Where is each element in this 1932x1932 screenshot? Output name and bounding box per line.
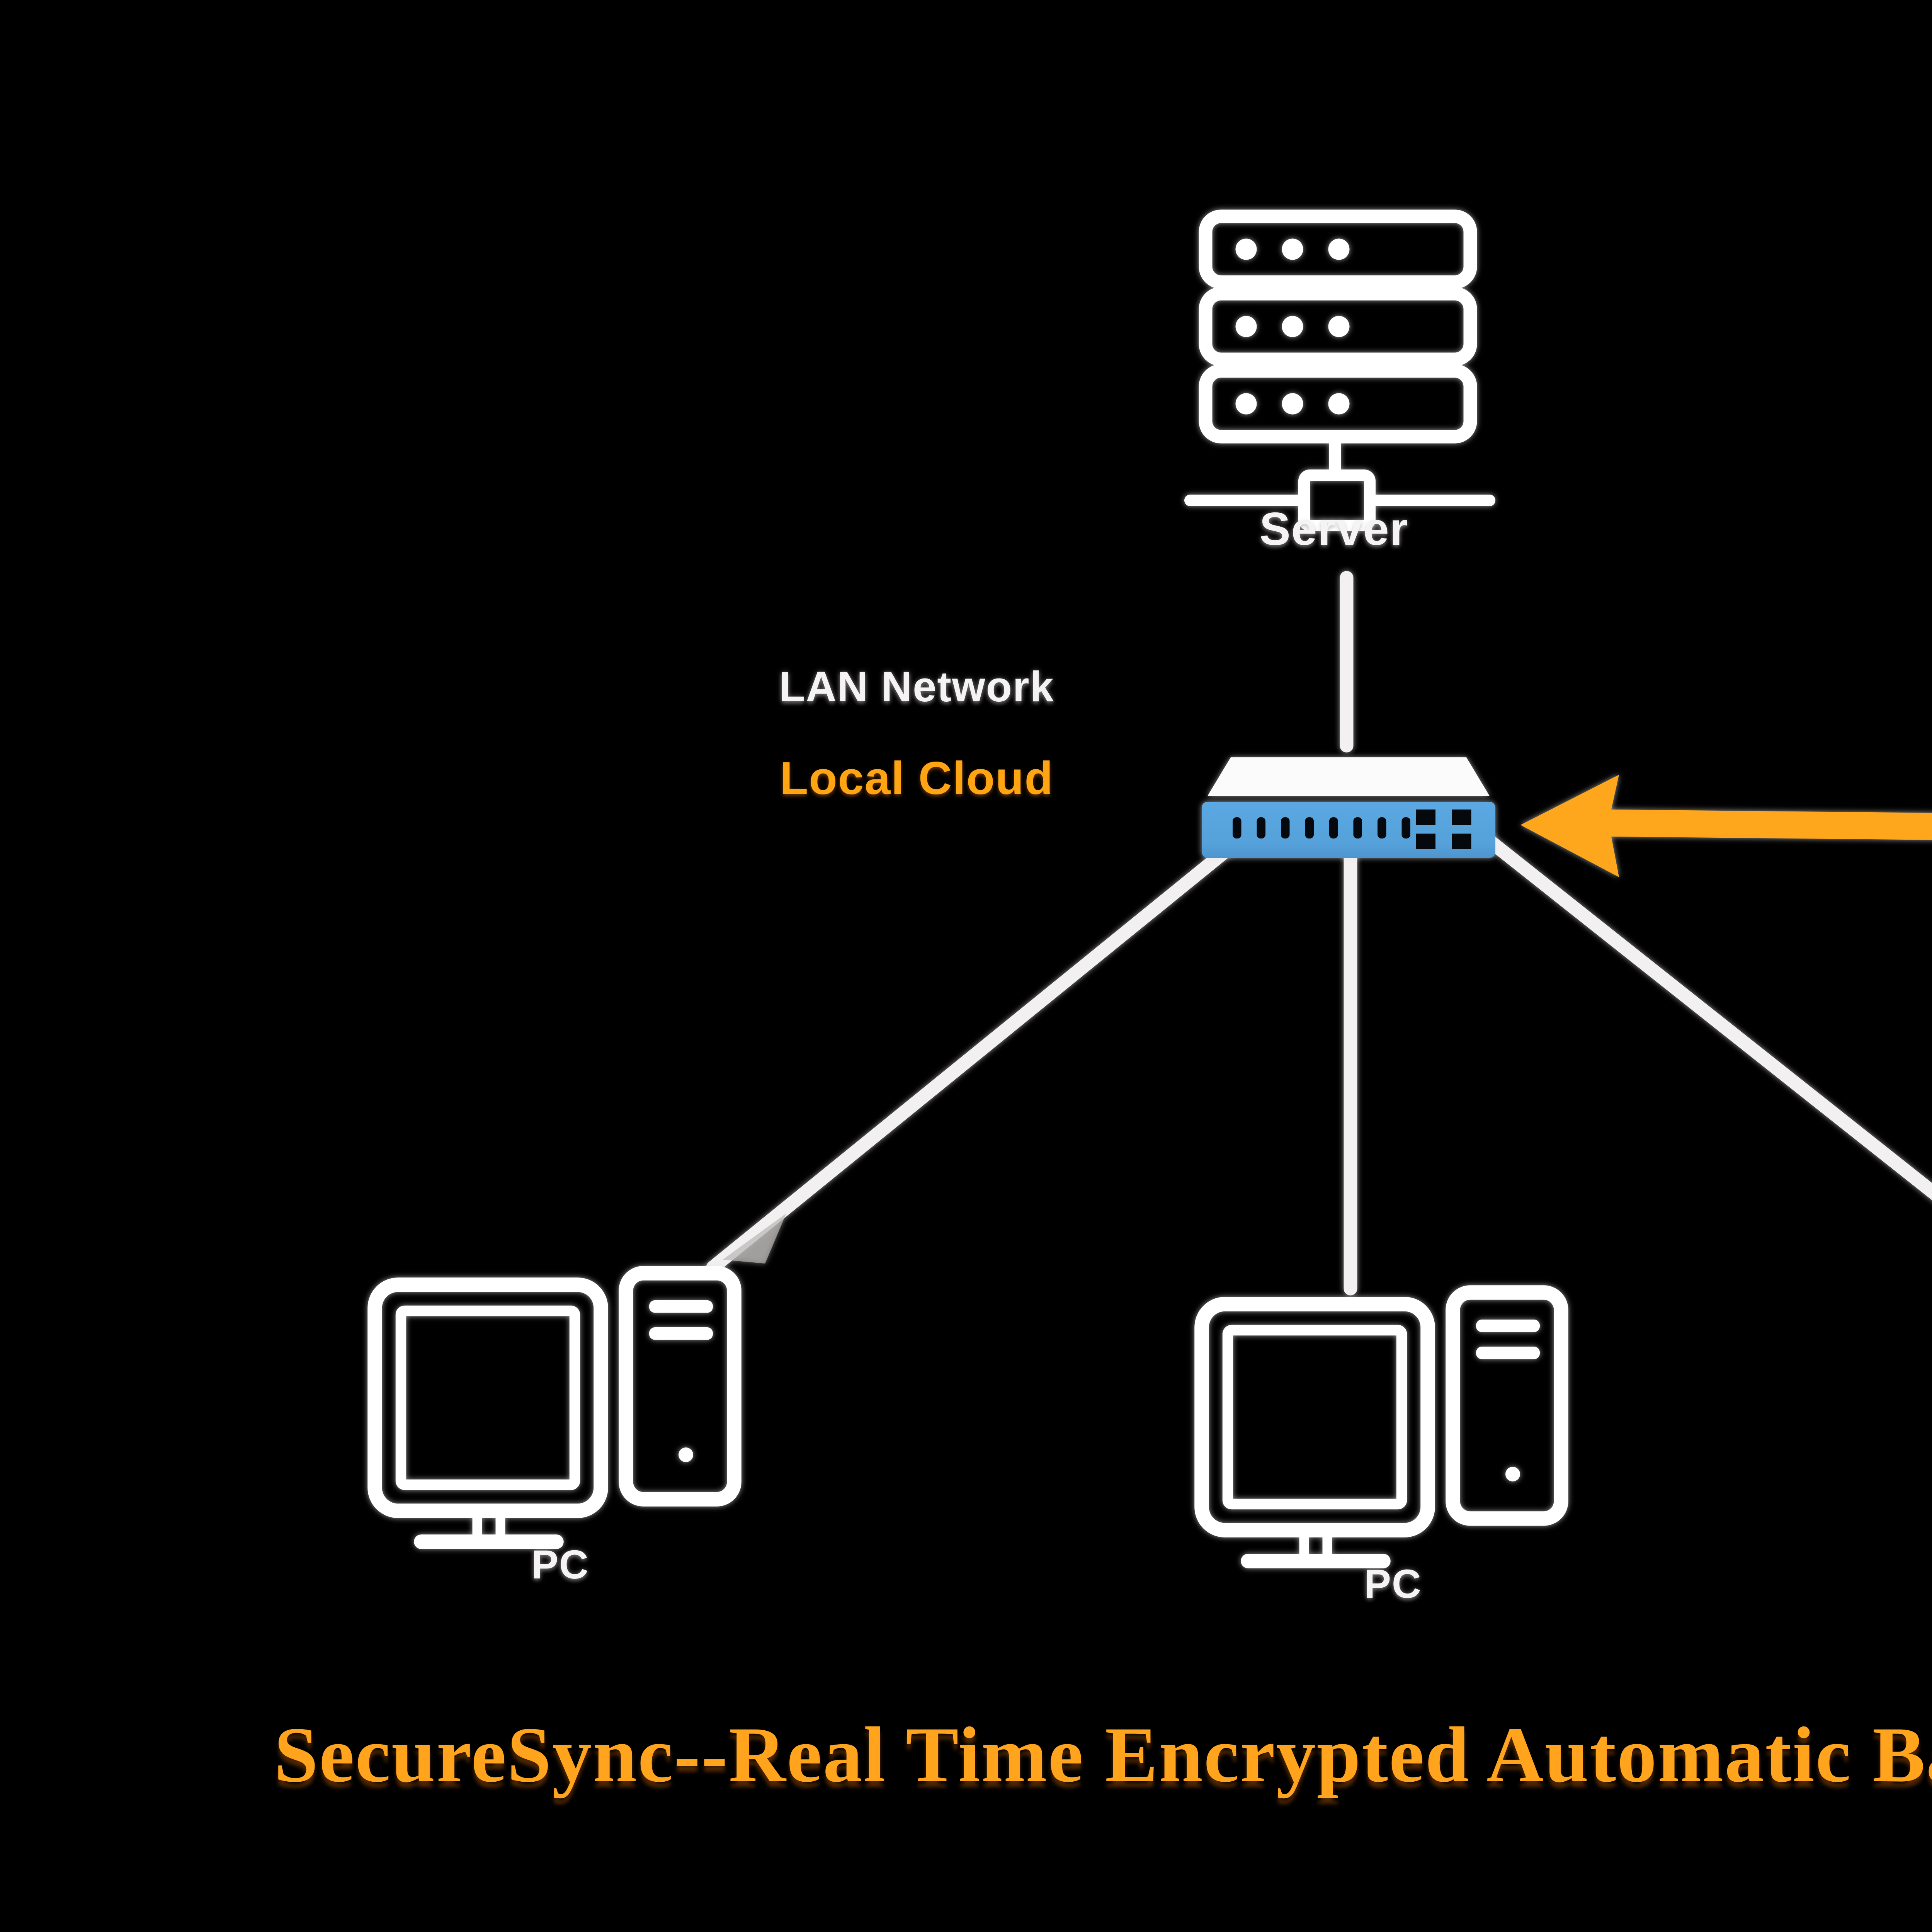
monitor-frame xyxy=(1194,1297,1435,1537)
lan-network-label: LAN Network xyxy=(779,663,1054,711)
desktop-pc-icon-middle xyxy=(1194,1285,1568,1568)
tower-slot xyxy=(1476,1320,1540,1332)
server-rack-icon xyxy=(1184,209,1495,531)
monitor-screen xyxy=(1222,1325,1407,1510)
monitor-frame xyxy=(367,1277,608,1518)
diagram-title: SecureSync--Real Time Encrypted Automati… xyxy=(274,1710,1932,1799)
double-headed-arrow-icon xyxy=(1520,775,1932,877)
switch-top-face xyxy=(1208,757,1490,796)
edge-left-arrow-barb xyxy=(723,1213,786,1264)
local-cloud-label: Local Cloud xyxy=(780,753,1054,806)
tower-power-dot xyxy=(1505,1467,1520,1481)
tower-slot xyxy=(649,1300,713,1313)
tower-power-dot xyxy=(679,1447,693,1462)
pc-left-label: PC xyxy=(531,1544,589,1588)
server-label: Server xyxy=(1259,504,1409,556)
server-network-node xyxy=(1184,431,1495,531)
network-switch-icon xyxy=(1202,757,1495,858)
tower-case xyxy=(1446,1285,1568,1526)
server-unit-2 xyxy=(1199,287,1477,366)
switch-ports xyxy=(1233,810,1471,849)
edge-switch-pc-left xyxy=(706,835,1243,1274)
switch-front-face xyxy=(1202,802,1495,858)
pc-middle-label: PC xyxy=(1364,1563,1422,1607)
tower-case xyxy=(619,1266,742,1507)
edge-switch-pc-right xyxy=(1485,835,1932,1201)
monitor-screen xyxy=(395,1305,580,1490)
server-unit-1 xyxy=(1199,209,1477,289)
tower-slot xyxy=(1476,1347,1540,1359)
tower-slot xyxy=(649,1327,713,1340)
server-led-dots xyxy=(1235,238,1350,415)
desktop-pc-icon-left xyxy=(367,1266,742,1549)
